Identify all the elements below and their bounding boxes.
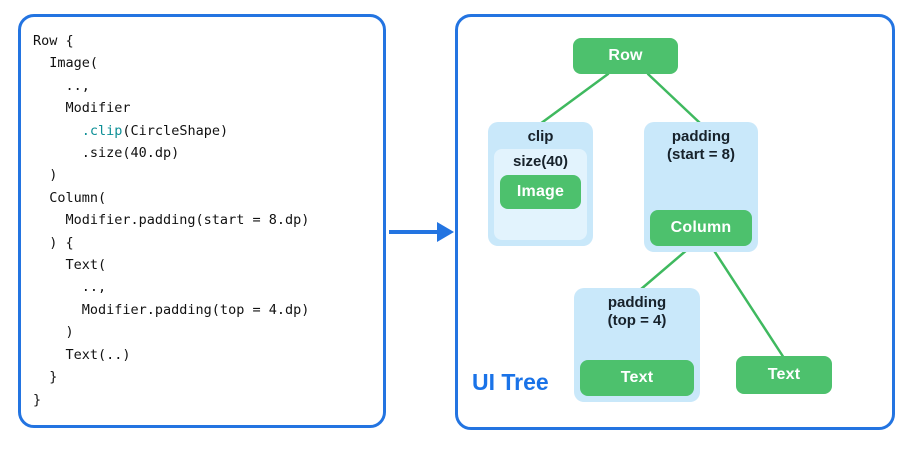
- code-line-clip: .clip(CircleShape): [33, 120, 373, 142]
- padding-start-label-line2: (start = 8): [667, 146, 735, 163]
- code-line: ) {: [33, 234, 74, 251]
- tree-node-text-1: Text: [580, 360, 694, 396]
- tree-node-column: Column: [650, 210, 752, 246]
- tree-edges: [538, 72, 786, 360]
- edge-column-text: [711, 247, 786, 360]
- code-line: Text(: [33, 257, 107, 274]
- arrow-icon: [387, 212, 455, 252]
- code-line: Modifier.padding(start = 8.dp): [33, 212, 310, 229]
- code-line: ..,: [33, 77, 90, 94]
- code-line: .size(40.dp): [33, 145, 180, 162]
- code-line: ..,: [33, 279, 107, 296]
- edge-row-clip: [538, 72, 610, 126]
- code-line: Row {: [33, 33, 74, 49]
- edge-column-padding-top: [638, 247, 690, 292]
- clip-highlight: .clip: [81, 122, 123, 139]
- tree-node-row: Row: [573, 38, 678, 74]
- code-line: ): [33, 167, 58, 184]
- padding-start-label-line1: padding: [671, 128, 731, 145]
- size-label: size(40): [512, 153, 569, 170]
- tree-node-text-2: Text: [736, 356, 832, 394]
- edge-row-padding-start: [646, 72, 703, 126]
- code-line: Column(: [33, 189, 107, 206]
- modifier-box-size: size(40) Image: [494, 149, 587, 240]
- code-line: Modifier.padding(top = 4.dp): [33, 301, 310, 318]
- code-line: ): [33, 324, 74, 341]
- code-line: }: [33, 369, 58, 386]
- modifier-container-padding-start: padding (start = 8) Column: [644, 122, 758, 252]
- ui-tree-label: UI Tree: [472, 369, 549, 395]
- code-indent: [33, 123, 82, 139]
- modifier-container-clip: clip size(40) Image: [488, 122, 593, 246]
- ui-tree-panel: Row clip size(40) Image padding (start =…: [455, 14, 895, 430]
- clip-label: clip: [527, 128, 554, 145]
- modifier-container-padding-top: padding (top = 4) Text: [574, 288, 700, 402]
- code-line: }: [33, 391, 42, 408]
- code-line: Text(..): [33, 346, 131, 363]
- tree-node-image: Image: [500, 175, 581, 209]
- padding-top-label-line2: (top = 4): [607, 312, 667, 329]
- code-line: Image(: [33, 55, 99, 72]
- code-line: Modifier: [33, 100, 131, 117]
- code-panel: Row { Image( .., Modifier .clip(CircleSh…: [18, 14, 386, 428]
- clip-args: (CircleShape): [122, 122, 229, 139]
- padding-top-label-line1: padding: [607, 294, 667, 311]
